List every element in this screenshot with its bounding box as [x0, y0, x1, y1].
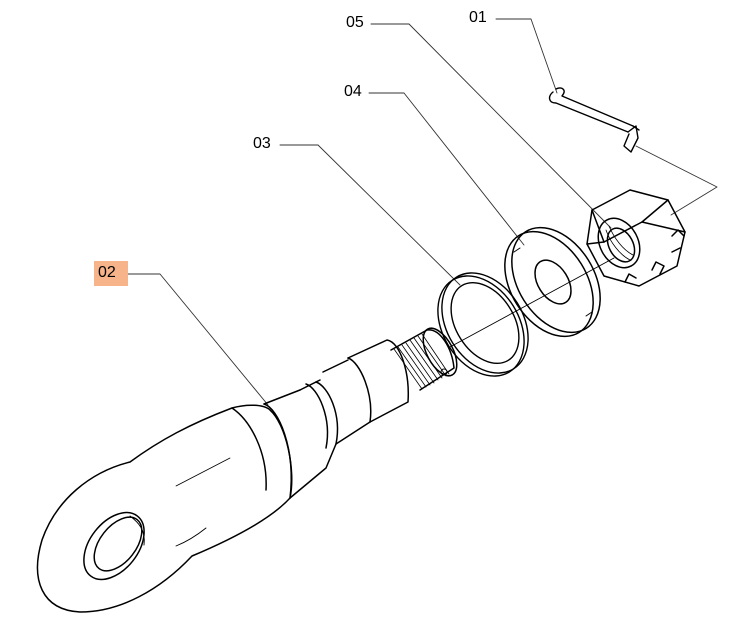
leader-05 [370, 23, 612, 229]
thread-lines [393, 333, 450, 390]
callout-04: 04 [344, 83, 362, 100]
leader-04 [368, 92, 525, 246]
leader-03 [279, 144, 461, 286]
sealing-ring [437, 272, 529, 377]
label-highlight [94, 261, 128, 286]
assembly-axis [449, 257, 615, 348]
leader-lines [127, 18, 718, 406]
callout-03: 03 [253, 135, 271, 152]
leader-02 [127, 273, 269, 406]
eye-axis-mark [175, 457, 231, 487]
leader-01b [635, 145, 718, 216]
castle-nut [586, 189, 686, 287]
callout-01: 01 [469, 9, 487, 26]
callout-05: 05 [346, 14, 364, 31]
leader-01 [495, 18, 558, 94]
callout-02: 02 [98, 264, 116, 281]
towing-eye [36, 327, 458, 613]
washer [504, 226, 601, 338]
cotter-pin [548, 87, 640, 153]
